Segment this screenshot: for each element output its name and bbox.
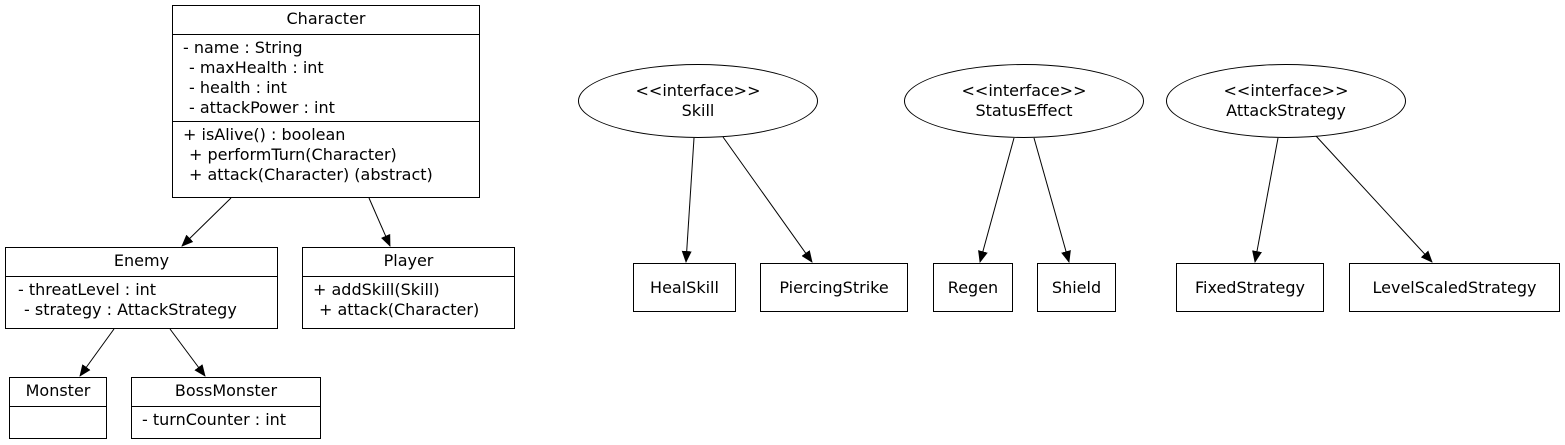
interface-attackstrategy-name: AttackStrategy xyxy=(1226,101,1346,120)
class-character: Character - name : String - maxHealth : … xyxy=(172,5,480,198)
attribute-attackpower: - attackPower : int xyxy=(189,98,335,117)
class-regen-name: Regen xyxy=(947,278,999,297)
class-levelscaledstrategy-name: LevelScaledStrategy xyxy=(1372,278,1537,297)
attribute-strategy: - strategy : AttackStrategy xyxy=(24,300,237,319)
class-character-methods: + isAlive() : boolean + performTurn(Char… xyxy=(173,121,479,188)
attribute-name: - name : String xyxy=(183,38,303,57)
class-enemy-name: Enemy xyxy=(6,248,277,277)
class-fixedstrategy: FixedStrategy xyxy=(1176,263,1324,312)
class-regen: Regen xyxy=(933,263,1013,312)
class-bossmonster-name: BossMonster xyxy=(132,378,320,407)
edge-enemy-bossmonster xyxy=(169,328,206,377)
class-piercingstrike: PiercingStrike xyxy=(760,263,908,312)
edge-attackstrategy-levelscaledstrategy xyxy=(1315,135,1433,263)
interface-attackstrategy: <<interface>> AttackStrategy xyxy=(1166,64,1406,138)
method-performturn: + performTurn(Character) xyxy=(189,145,397,164)
class-shield-name: Shield xyxy=(1051,278,1102,297)
method-addskill: + addSkill(Skill) xyxy=(313,280,440,299)
class-character-name: Character xyxy=(173,6,479,35)
class-monster: Monster xyxy=(9,377,107,439)
method-attack: + attack(Character) xyxy=(319,300,480,319)
class-player-name: Player xyxy=(303,248,514,277)
interface-statuseffect-stereotype: <<interface>> xyxy=(961,81,1087,100)
class-bossmonster: BossMonster - turnCounter : int xyxy=(131,377,321,439)
class-levelscaledstrategy: LevelScaledStrategy xyxy=(1349,263,1560,312)
edge-enemy-monster xyxy=(79,328,115,377)
class-fixedstrategy-name: FixedStrategy xyxy=(1194,278,1305,297)
edge-skill-healskill xyxy=(681,137,695,263)
interface-skill: <<interface>> Skill xyxy=(578,64,818,138)
attribute-maxhealth: - maxHealth : int xyxy=(189,58,324,77)
class-monster-body xyxy=(10,407,106,435)
class-player: Player + addSkill(Skill) + attack(Charac… xyxy=(302,247,515,329)
interface-statuseffect: <<interface>> StatusEffect xyxy=(904,64,1144,138)
class-monster-name: Monster xyxy=(10,378,106,407)
attribute-health: - health : int xyxy=(189,78,287,97)
class-character-attributes: - name : String - maxHealth : int - heal… xyxy=(173,35,479,121)
method-attack: + attack(Character) (abstract) xyxy=(189,165,433,184)
method-isalive: + isAlive() : boolean xyxy=(183,125,346,144)
attribute-turncounter: - turnCounter : int xyxy=(142,410,287,429)
class-healskill-name: HealSkill xyxy=(650,278,719,297)
edge-statuseffect-shield xyxy=(1033,137,1071,263)
interface-skill-stereotype: <<interface>> xyxy=(635,81,761,100)
interface-attackstrategy-stereotype: <<interface>> xyxy=(1223,81,1349,100)
class-healskill: HealSkill xyxy=(633,263,736,312)
class-enemy-attributes: - threatLevel : int - strategy : AttackS… xyxy=(6,277,277,323)
class-piercingstrike-name: PiercingStrike xyxy=(779,278,889,297)
edge-skill-piercingstrike xyxy=(722,136,813,263)
class-shield: Shield xyxy=(1037,263,1116,312)
edge-statuseffect-regen xyxy=(978,137,1015,263)
class-enemy: Enemy - threatLevel : int - strategy : A… xyxy=(5,247,278,329)
attribute-threatlevel: - threatLevel : int xyxy=(18,280,157,299)
edge-attackstrategy-fixedstrategy xyxy=(1252,137,1279,263)
class-player-methods: + addSkill(Skill) + attack(Character) xyxy=(303,277,514,323)
interface-statuseffect-name: StatusEffect xyxy=(975,101,1073,120)
edge-character-player xyxy=(368,197,391,247)
class-bossmonster-attributes: - turnCounter : int xyxy=(132,407,320,433)
edge-character-enemy xyxy=(181,197,232,247)
interface-skill-name: Skill xyxy=(681,101,715,120)
